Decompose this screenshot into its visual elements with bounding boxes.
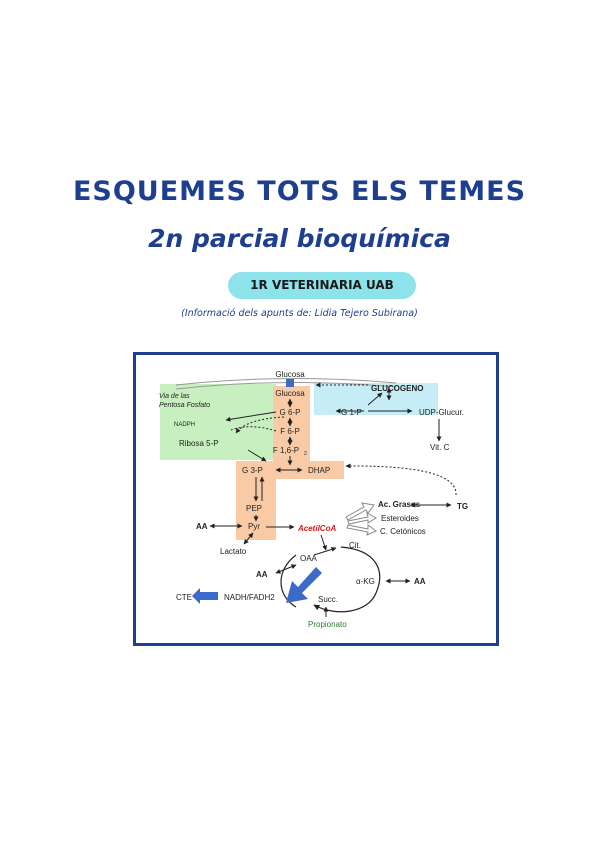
aa-label-1: AA (196, 522, 208, 531)
f16p2-subscript: 2 (304, 451, 307, 457)
nadh-fadh2-label: NADH/FADH2 (224, 593, 275, 602)
aa-label-2: AA (256, 570, 268, 579)
nadph-label: NADPH (174, 422, 195, 428)
f16p2-label: F 1,6-P (273, 446, 299, 455)
metabolism-diagram: Glucosa Glucosa G 6-P F 6-P F 1,6-P 2 Vi… (133, 352, 499, 646)
udp-glucur-label: UDP-Glucur. (419, 408, 464, 417)
f6p-label: F 6-P (280, 427, 300, 436)
krebs-cycle-arc-left (280, 554, 297, 608)
course-badge: 1R VETERINARIA UAB (228, 272, 416, 299)
nadh-flow-arrow (286, 567, 322, 603)
document-title: ESQUEMES TOTS ELS TEMES (72, 176, 527, 207)
glucosa-outer-label: Glucosa (275, 370, 305, 379)
credit-note: (Informació dels apunts de: Lidia Tejero… (181, 308, 418, 319)
metabolism-diagram-svg: Glucosa Glucosa G 6-P F 6-P F 1,6-P 2 Vi… (159, 370, 468, 629)
pentose-pathway-label: Via de las (159, 393, 190, 400)
glycogen-zone (314, 383, 438, 415)
vitc-label: Vit. C (430, 443, 450, 452)
pentose-pathway-label-2: Pentosa Fosfato (159, 402, 210, 409)
glucosa-label: Glucosa (275, 389, 305, 398)
succ-label: Succ. (318, 595, 338, 604)
g6p-label: G 6-P (280, 408, 301, 417)
cte-flow-arrow (192, 588, 218, 604)
pentose-phosphate-zone (160, 384, 276, 460)
document-subtitle: 2n parcial bioquímica (148, 224, 451, 253)
dhap-label: DHAP (308, 466, 330, 475)
ac-grasos-label: Ac. Grasos (378, 500, 421, 509)
esteroides-label: Esteroides (381, 514, 419, 523)
pep-label: PEP (246, 504, 262, 513)
g3p-label: G 3-P (242, 466, 263, 475)
pyr-label: Pyr (248, 522, 260, 531)
ribosa5p-label: Ribosa 5-P (179, 439, 219, 448)
glucose-transporter-icon (286, 379, 294, 387)
cetonicos-label: C. Cetónicos (380, 527, 426, 536)
propionato-label: Propionato (308, 620, 347, 629)
oaa-label: OAA (300, 554, 318, 563)
tg-label: TG (457, 502, 468, 511)
glucogeno-label: GLUCOGENO (371, 384, 423, 393)
cit-label: Cit. (349, 541, 361, 550)
krebs-cycle-arc (313, 546, 381, 613)
aa-label-3: AA (414, 577, 426, 586)
cte-label: CTE (176, 593, 192, 602)
g1p-label: G 1-P (341, 408, 362, 417)
lactato-label: Lactato (220, 547, 247, 556)
acetilcoa-label: AcetilCoA (297, 524, 336, 533)
akg-label: α-KG (356, 577, 375, 586)
